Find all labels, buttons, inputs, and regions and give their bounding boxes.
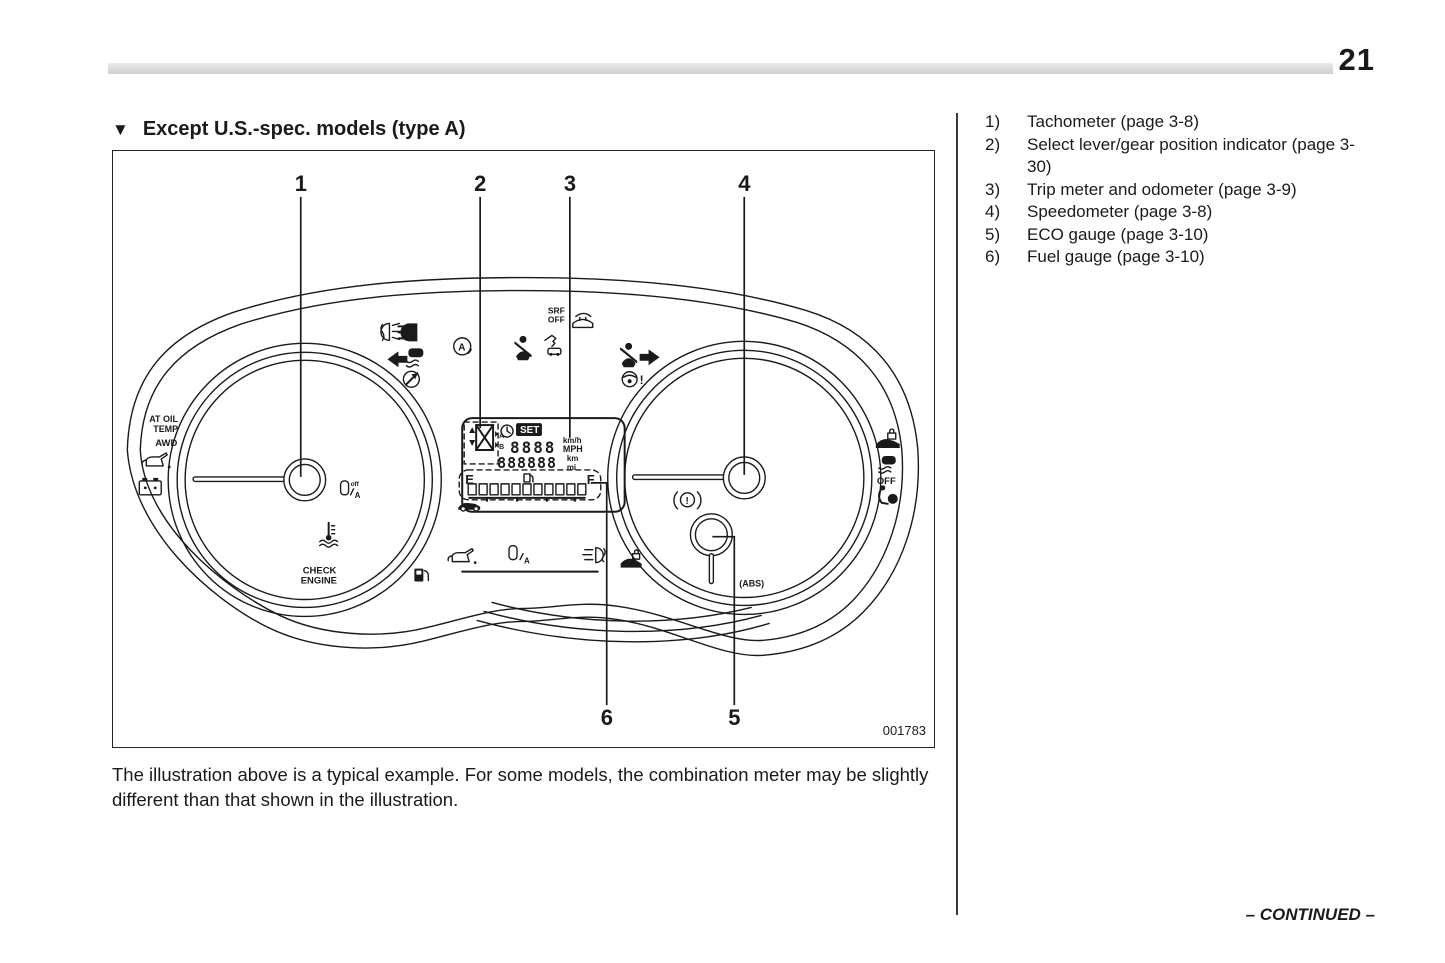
legend-item: 2) Select lever/gear position indicator … <box>985 134 1355 177</box>
kmh-label: km/h <box>563 436 582 445</box>
seatbelt-icon <box>514 335 532 361</box>
set-badge: SET <box>516 423 542 436</box>
legend-item: 3) Trip meter and odometer (page 3-9) <box>985 179 1297 199</box>
steering-assist-icon <box>402 370 421 388</box>
key-auto-icon: A <box>508 544 530 566</box>
combination-meter-figure: ! (ABS) A B <box>112 150 935 748</box>
svg-text:SET: SET <box>520 425 539 436</box>
brake-warning-icon: ! <box>673 491 702 510</box>
svg-text:A: A <box>355 491 361 500</box>
callout-2: 2 <box>474 171 486 196</box>
abs-icon: (ABS) <box>739 579 764 589</box>
svg-text:!: ! <box>640 373 644 387</box>
continued-marker: – CONTINUED – <box>1245 905 1375 924</box>
callout-4: 4 <box>738 171 751 196</box>
svg-text:A: A <box>524 557 530 566</box>
mi-label: mi <box>567 463 576 472</box>
vehicle-icon <box>458 502 481 512</box>
clock-icon <box>500 424 514 438</box>
airbag-icon <box>878 485 898 505</box>
svg-text:OFF: OFF <box>877 476 896 487</box>
tachometer <box>167 342 442 618</box>
combination-meter-drawing: ! (ABS) A B <box>126 171 926 738</box>
cluster-shell <box>126 276 920 657</box>
at-oil-temp-label: AT OIL <box>149 414 178 424</box>
gear-position-indicator: A B <box>463 421 504 465</box>
svg-text:OFF: OFF <box>548 314 565 324</box>
mph-label: MPH <box>563 444 583 454</box>
header-rule <box>108 63 1333 74</box>
seatbelt-right-icon <box>619 342 638 368</box>
traction-control-icon <box>405 348 424 368</box>
figure-caption: The illustration above is a typical exam… <box>112 764 929 810</box>
steering-warning-icon: ! <box>621 371 644 388</box>
figure-code: 001783 <box>883 723 926 738</box>
callout-3: 3 <box>564 171 576 196</box>
km-label: km <box>567 454 579 463</box>
srf-off-label: SRF OFF <box>548 305 565 324</box>
hood-open-icon <box>572 312 594 329</box>
svg-text:E: E <box>465 472 474 487</box>
door-open-icon <box>620 549 642 568</box>
turn-right-icon <box>639 349 660 366</box>
high-beam-icon <box>397 323 418 342</box>
eco-gauge <box>689 513 733 585</box>
eco-gauge-needle <box>708 552 715 585</box>
svg-text:A: A <box>458 342 465 353</box>
coolant-temp-icon <box>318 521 339 548</box>
legend-item: 4) Speedometer (page 3-8) <box>985 202 1213 221</box>
speedometer-needle <box>631 474 728 481</box>
svg-text:off: off <box>351 481 360 488</box>
fuel-pump-icon <box>414 568 430 582</box>
svg-text:TEMP: TEMP <box>153 424 178 434</box>
section-marker-icon: ▼ <box>112 120 129 139</box>
odometer-display: 888888 <box>497 454 557 472</box>
fuel-gauge-pump-icon <box>523 473 534 483</box>
section-heading-text: Except U.S.-spec. models (type A) <box>142 118 466 140</box>
rear-fog-icon <box>582 546 606 564</box>
callout-5: 5 <box>728 705 740 730</box>
fuel-gauge: E F <box>458 469 602 502</box>
tachometer-needle <box>192 476 288 483</box>
legend-list: 1) Tachometer (page 3-8) 2) Select lever… <box>985 111 1381 269</box>
battery-icon <box>138 477 162 496</box>
section-heading: ▼ Except U.S.-spec. models (type A) <box>112 118 466 141</box>
svg-text:F: F <box>587 472 595 487</box>
oil-pressure-icon <box>141 452 171 469</box>
legend-item: 1) Tachometer (page 3-8) <box>985 112 1199 131</box>
awd-label: AWD <box>155 438 177 449</box>
speed-display: 8888 <box>510 438 556 457</box>
tachometer-hub <box>283 458 327 502</box>
legend-item: 5) ECO gauge (page 3-10) <box>985 224 1209 244</box>
svg-text:!: ! <box>685 496 688 507</box>
fog-light-icon <box>380 322 402 342</box>
page-number: 21 <box>1338 42 1375 77</box>
callout-lines <box>299 196 746 706</box>
oil-level-icon <box>447 547 477 565</box>
svg-text:SRF: SRF <box>548 305 565 315</box>
svg-text:A: A <box>499 433 504 440</box>
vdc-off-icon: OFF <box>877 455 896 487</box>
immobilizer-icon <box>544 334 562 356</box>
column-divider <box>956 113 958 915</box>
security-car-icon <box>875 428 900 449</box>
callout-6: 6 <box>601 705 613 730</box>
turn-left-icon <box>387 351 408 368</box>
svg-text:ENGINE: ENGINE <box>301 576 337 587</box>
cruise-auto-icon: A <box>453 337 472 356</box>
fuel-bar-segments <box>467 483 587 496</box>
svg-text:B: B <box>499 444 504 451</box>
callout-1: 1 <box>295 171 307 196</box>
legend-item: 6) Fuel gauge (page 3-10) <box>985 247 1205 266</box>
auto-stop-icon: off A <box>339 480 361 500</box>
info-display: A B SET 8888 km/h MPH 8 <box>458 417 626 513</box>
check-engine-label: CHECK <box>303 566 337 577</box>
